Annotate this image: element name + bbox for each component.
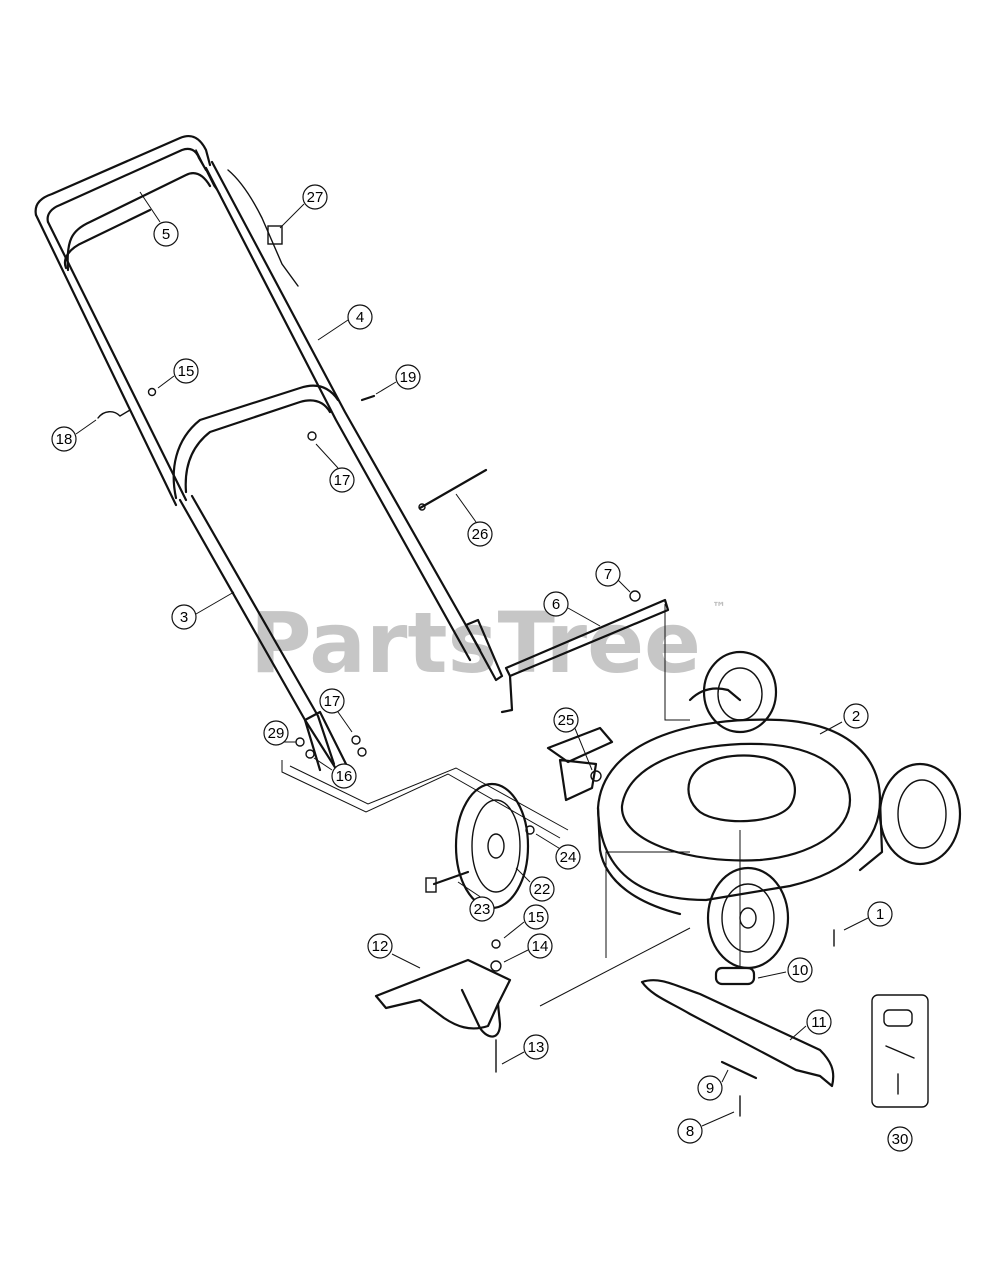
svg-text:9: 9 (706, 1080, 714, 1097)
callout-5: 5 (139, 191, 179, 247)
callout-17-upper: 17 (315, 443, 355, 493)
cable (227, 169, 299, 287)
lower-handle (172, 384, 350, 774)
svg-text:26: 26 (472, 526, 489, 543)
svg-text:11: 11 (811, 1014, 827, 1031)
callout-14: 14 (503, 933, 553, 963)
callout-11: 11 (789, 1009, 832, 1041)
svg-text:30: 30 (892, 1131, 909, 1148)
svg-text:15: 15 (528, 909, 545, 926)
svg-text:1: 1 (876, 906, 884, 923)
svg-text:24: 24 (560, 849, 577, 866)
svg-text:23: 23 (474, 901, 491, 918)
callout-3: 3 (171, 591, 235, 630)
callout-4: 4 (317, 304, 373, 341)
svg-text:13: 13 (528, 1039, 545, 1056)
callout-7: 7 (595, 561, 631, 593)
svg-text:14: 14 (532, 938, 549, 955)
svg-text:16: 16 (336, 768, 353, 785)
svg-text:4: 4 (356, 309, 364, 326)
svg-text:19: 19 (400, 369, 417, 386)
callout-15-upper: 15 (157, 358, 199, 389)
svg-text:8: 8 (686, 1123, 694, 1140)
svg-text:29: 29 (268, 725, 285, 742)
callout-1: 1 (843, 901, 893, 931)
control-bar (66, 149, 221, 272)
svg-text:2: 2 (852, 708, 860, 725)
rod (418, 468, 488, 511)
svg-text:25: 25 (558, 712, 575, 729)
callout-27: 27 (279, 184, 328, 229)
callout-6: 6 (543, 591, 601, 627)
upper-handle (34, 134, 504, 682)
callout-8: 8 (677, 1111, 735, 1144)
watermark-trademark: ™ (712, 600, 726, 616)
callout-15-lower: 15 (503, 904, 549, 939)
hardware (97, 387, 835, 1073)
svg-text:6: 6 (552, 596, 560, 613)
callout-12: 12 (367, 933, 421, 969)
callout-29: 29 (263, 720, 296, 746)
svg-text:27: 27 (307, 189, 324, 206)
callout-17-lower: 17 (319, 688, 353, 733)
callout-19: 19 (375, 364, 421, 395)
rear-shield (500, 590, 690, 721)
callout-18: 18 (51, 419, 97, 452)
svg-text:18: 18 (56, 431, 73, 448)
callout-30: 30 (887, 1126, 913, 1152)
svg-text:15: 15 (178, 363, 195, 380)
callout-24: 24 (535, 833, 581, 870)
svg-text:12: 12 (372, 938, 389, 955)
kit-inset (871, 994, 929, 1108)
svg-text:17: 17 (334, 472, 351, 489)
callout-13: 13 (501, 1034, 549, 1065)
svg-text:3: 3 (180, 609, 188, 626)
callout-9: 9 (697, 1069, 729, 1101)
guide-lines (281, 760, 741, 1007)
callout-25: 25 (553, 707, 593, 771)
svg-text:22: 22 (534, 881, 551, 898)
blade-assembly (640, 966, 835, 1117)
callout-16: 16 (313, 757, 357, 789)
mower-deck (546, 687, 884, 916)
callout-26: 26 (455, 493, 493, 547)
callout-2: 2 (819, 703, 869, 735)
callouts: 1 2 3 4 5 6 7 8 9 10 11 12 13 14 15 15 1… (51, 184, 913, 1152)
discharge-chute (374, 958, 512, 1038)
axle-bolt (425, 870, 470, 893)
svg-text:17: 17 (324, 693, 341, 710)
callout-22: 22 (515, 867, 555, 902)
callout-10: 10 (757, 957, 813, 983)
svg-text:10: 10 (792, 962, 809, 979)
svg-text:7: 7 (604, 566, 612, 583)
callout-23: 23 (457, 881, 495, 922)
svg-text:5: 5 (162, 226, 170, 243)
